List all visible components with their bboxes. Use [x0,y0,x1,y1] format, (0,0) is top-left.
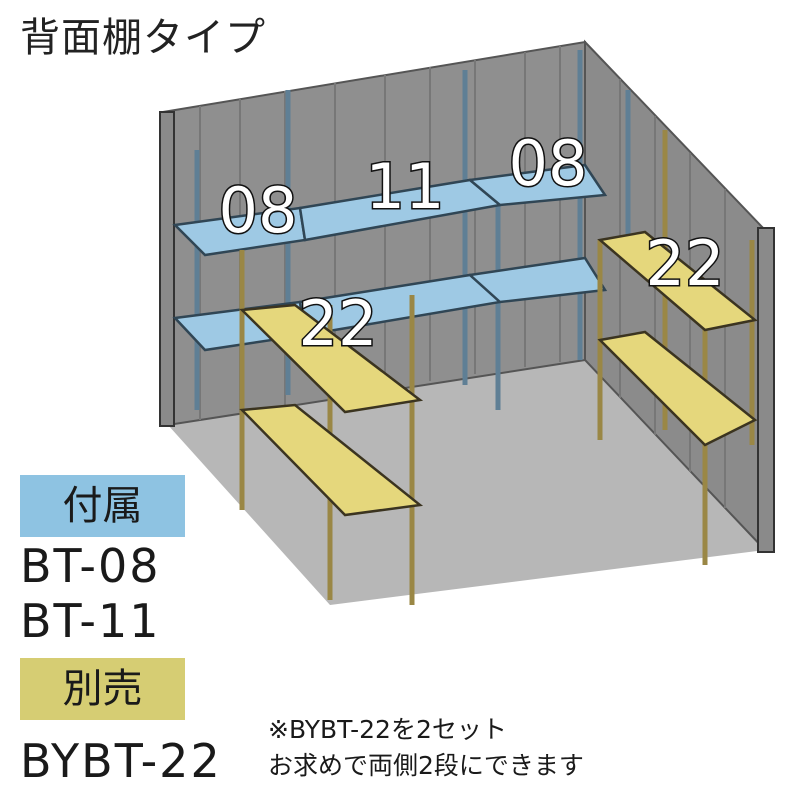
label-back-top-center: 11 [366,150,445,223]
shelf-bt-08-right [467,163,608,207]
label-back-top-left: 08 [219,174,298,247]
shelf-bybt-22-left-lower [239,403,424,517]
included-model-bt-08: BT-08 [20,539,161,593]
note-line-2: お求めで両側2段にできます [268,751,584,780]
label-front-left: 22 [299,287,378,360]
optional-badge: 別売 [20,658,185,720]
shelf-bybt-22-right-lower [597,330,758,447]
label-back-top-right: 08 [509,127,588,200]
label-right-side: 22 [646,227,725,300]
note-line-1: ※BYBT-22を2セット [268,715,507,744]
included-badge: 付属 [20,475,185,537]
shelf-bybt-22-right-upper [597,230,758,332]
page-title: 背面棚タイプ [20,15,266,61]
optional-shelves [239,230,758,517]
right-corner-post [757,227,775,553]
left-corner-post [159,111,175,427]
included-model-bt-11: BT-11 [20,594,161,648]
optional-model-bybt-22: BYBT-22 [20,734,222,788]
shelf-lower-right [467,256,608,304]
shelf-bybt-22-left-upper [239,303,424,414]
